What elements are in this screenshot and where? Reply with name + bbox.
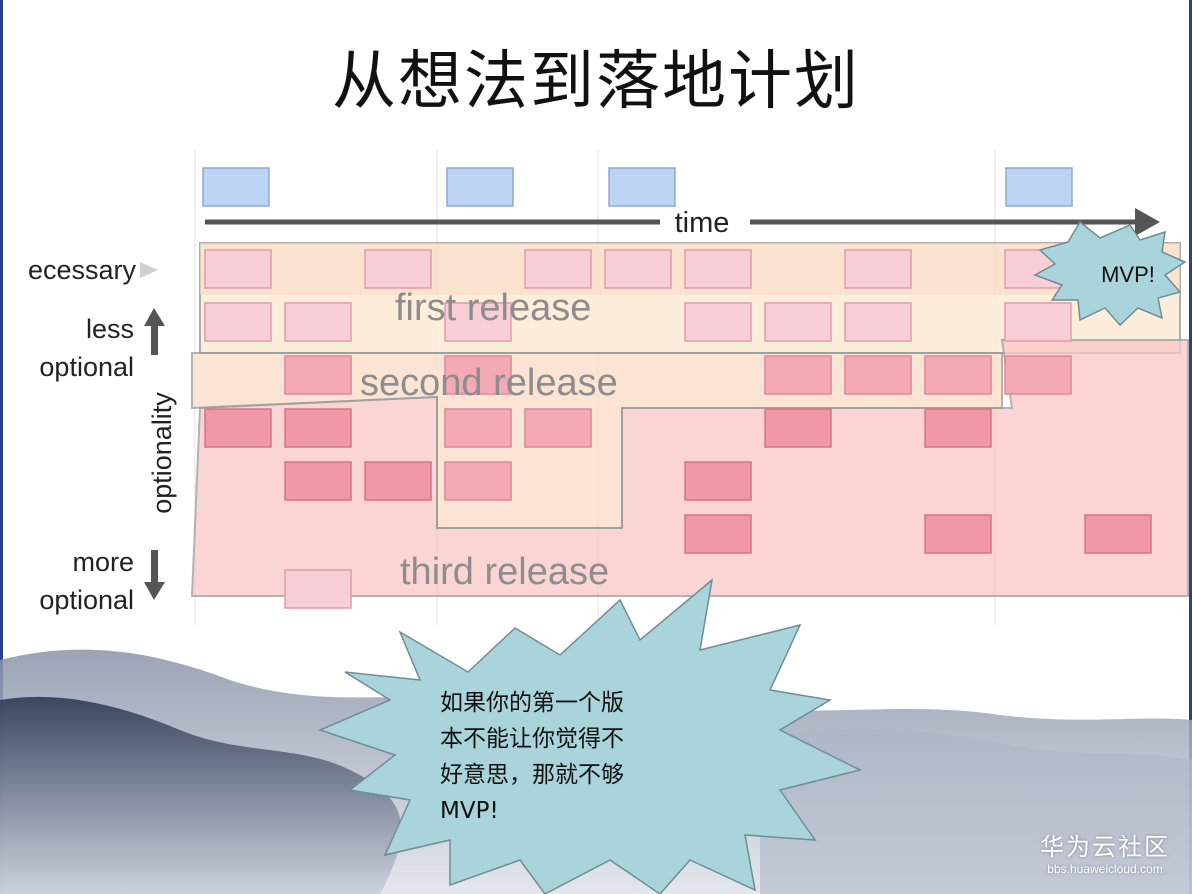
callout-line: MVP! [440,798,499,824]
task-card [444,408,512,448]
task-card [444,355,512,395]
callout-line: 如果你的第一个版 [440,690,624,716]
left-border [0,0,3,894]
callout-text: 如果你的第一个版 本不能让你觉得不 好意思，那就不够 MVP! [440,685,710,829]
optionality-label: optionality [147,392,177,514]
task-card [1004,302,1072,342]
watermark-url: bbs.huaweicloud.com [1047,862,1163,876]
task-card [284,355,352,395]
watermark: 华为云社区 bbs.huaweicloud.com [1040,827,1170,876]
right-border [1189,0,1192,894]
task-card [204,302,272,342]
task-card [924,355,992,395]
task-card [364,461,432,501]
callout-line: 本不能让你觉得不 [440,726,624,752]
task-cards-mid [284,355,1072,501]
time-boxes [202,167,1073,207]
less-label: less [85,314,134,344]
task-card [684,461,752,501]
task-card [604,249,672,289]
task-card [684,514,752,554]
task-card [524,249,592,289]
time-box [608,167,676,207]
task-card [524,408,592,448]
time-box [446,167,514,207]
task-card [844,302,912,342]
time-arrow [205,208,1160,236]
task-card [764,355,832,395]
task-card [284,408,352,448]
task-card [204,408,272,448]
time-box [202,167,270,207]
mountain-right [760,728,1192,894]
task-card [444,302,512,342]
necessary-label: ecessary [27,255,136,285]
task-card [364,249,432,289]
third-release-label: third release [400,551,609,593]
optionality-arrows [140,262,165,600]
callout-burst-shape [317,578,863,894]
task-card [1004,355,1072,395]
task-card [924,514,992,554]
task-card [844,355,912,395]
task-card [924,408,992,448]
task-card [284,461,352,501]
less-optional-label: optional [39,352,134,382]
mvp-burst-label: MVP! [1101,262,1155,287]
time-box [1005,167,1073,207]
mountain-front [0,696,402,894]
first-release-label: first release [395,287,591,329]
task-cards-light [204,249,1072,609]
watermark-name: 华为云社区 [1040,833,1170,861]
task-card [284,569,352,609]
task-cards-dark [204,408,1152,554]
slide-title: 从想法到落地计划 [332,45,860,119]
task-card [764,302,832,342]
task-card [1084,514,1152,554]
more-optional-label: optional [39,585,134,615]
task-card [844,249,912,289]
task-card [684,302,752,342]
task-card [684,249,752,289]
more-label: more [72,547,134,577]
task-card [764,408,832,448]
time-label: time [675,207,730,239]
task-card [204,249,272,289]
second-release-label: second release [360,362,618,404]
callout-line: 好意思，那就不够 [440,762,624,788]
task-card [444,461,512,501]
mvp-burst-shape [1033,220,1187,327]
task-card [284,302,352,342]
